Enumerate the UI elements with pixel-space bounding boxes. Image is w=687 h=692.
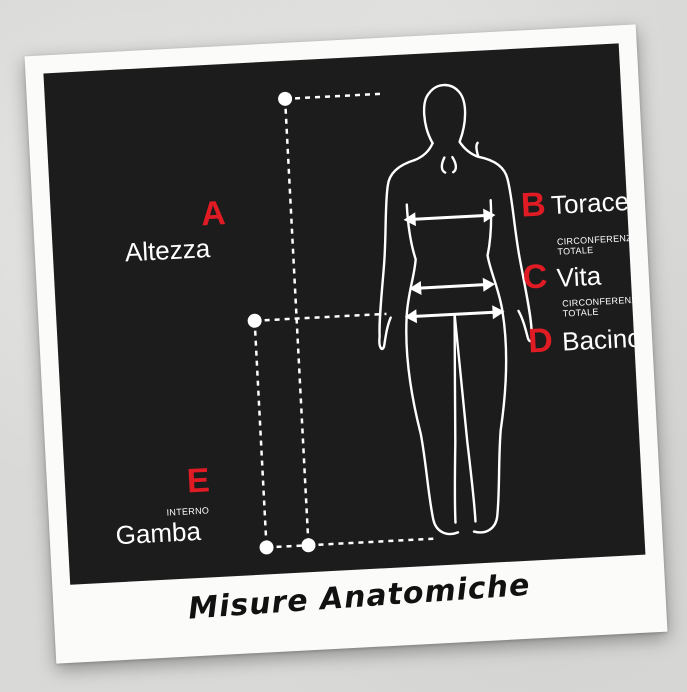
waist-arrow: [409, 277, 496, 295]
chest-label: Torace: [550, 188, 629, 218]
inseam-guide: [255, 314, 399, 548]
body-silhouette: [366, 81, 542, 537]
chest-letter: B: [520, 187, 546, 222]
inseam-label: Gamba: [115, 518, 202, 548]
inseam-bottom-dot: [259, 540, 274, 555]
waist-letter: C: [522, 259, 548, 294]
inseam-letter: E: [186, 463, 210, 498]
measurement-diagram: A Altezza B Torace CIRCONFERENZA TOTALE …: [43, 43, 645, 584]
waist-label: Vita: [556, 263, 602, 291]
height-top-dot: [278, 91, 293, 106]
polaroid-frame: A Altezza B Torace CIRCONFERENZA TOTALE …: [25, 24, 668, 663]
height-letter: A: [200, 196, 226, 231]
waist-sub: CIRCONFERENZA TOTALE: [557, 232, 646, 257]
inseam-top-dot: [247, 313, 262, 328]
height-label: Altezza: [124, 235, 211, 265]
height-bottom-dot: [301, 538, 316, 553]
diagram-graphics: [43, 43, 645, 584]
hip-sub: CIRCONFERENZA TOTALE: [562, 293, 646, 318]
hip-letter: D: [527, 323, 553, 358]
chest-arrow: [403, 208, 496, 227]
hip-label: Bacino: [561, 325, 642, 355]
